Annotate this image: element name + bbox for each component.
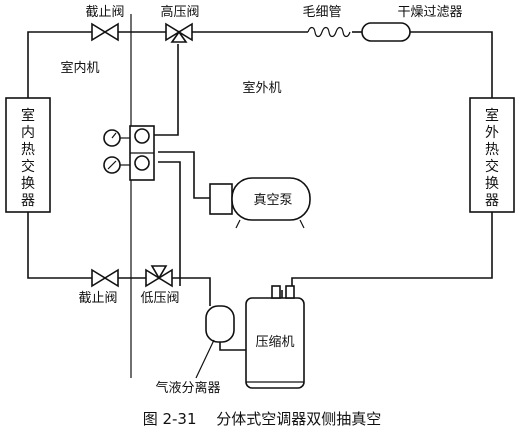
outdoor-exchanger-char: 室 xyxy=(485,107,499,124)
high-pressure-valve-icon xyxy=(165,22,193,43)
compressor-label: 压缩机 xyxy=(255,334,294,350)
gauge-manifold xyxy=(129,125,155,181)
indoor-exchanger-char: 内 xyxy=(21,125,35,141)
outdoor-exchanger-char: 交 xyxy=(485,158,499,175)
low-pressure-gauge-icon xyxy=(103,156,130,174)
low-pressure-valve-label: 低压阀 xyxy=(140,291,179,306)
outdoor-exchanger-char: 热 xyxy=(485,142,499,158)
vacuum-pump-icon xyxy=(209,177,311,229)
indoor-exchanger-char: 热 xyxy=(21,142,35,158)
indoor-exchanger xyxy=(5,97,51,213)
indoor-unit-label: 室内机 xyxy=(60,60,99,76)
stop-valve-top-icon xyxy=(91,22,119,42)
high-pressure-gauge-icon xyxy=(103,129,130,147)
stop-valve-bottom-label: 截止阀 xyxy=(78,291,117,306)
indoor-exchanger-char: 换 xyxy=(21,175,35,192)
accumulator-icon xyxy=(205,305,235,343)
high-pressure-valve-label: 高压阀 xyxy=(160,4,199,20)
drier-filter-label: 干燥过滤器 xyxy=(397,5,462,20)
low-pressure-valve-icon xyxy=(145,265,173,288)
accumulator-leader-line xyxy=(195,339,215,379)
outdoor-exchanger-char: 换 xyxy=(485,175,499,192)
figure-caption: 图 2-31 分体式空调器双侧抽真空 xyxy=(143,410,382,428)
stop-valve-bottom-icon xyxy=(91,268,119,288)
compressor-icon xyxy=(245,285,305,389)
vacuum-pump-label: 真空泵 xyxy=(253,193,292,208)
accumulator-label: 气液分离器 xyxy=(155,380,220,396)
indoor-exchanger-char: 交 xyxy=(21,158,35,175)
pipe-lines xyxy=(27,14,493,378)
outdoor-exchanger-char: 器 xyxy=(485,193,499,209)
stop-valve-top-label: 截止阀 xyxy=(85,5,124,20)
capillary-label: 毛细管 xyxy=(302,5,341,20)
capillary-coil-icon xyxy=(307,26,351,38)
outdoor-exchanger xyxy=(469,97,515,213)
indoor-exchanger-char: 室 xyxy=(21,107,35,124)
indoor-exchanger-char: 器 xyxy=(21,193,35,209)
outdoor-unit-label: 室外机 xyxy=(242,80,281,96)
outdoor-exchanger-char: 外 xyxy=(485,125,499,141)
drier-filter-icon xyxy=(361,22,411,42)
